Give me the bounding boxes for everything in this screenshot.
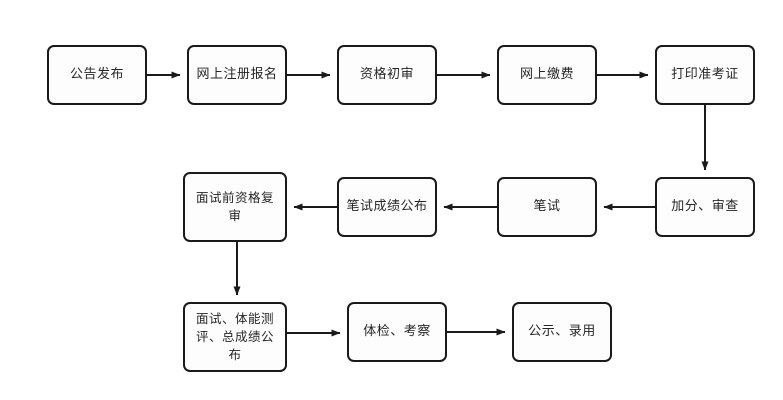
- flow-node-n12[interactable]: 公示、录用: [512, 302, 612, 362]
- flow-node-label: 打印准考证: [671, 66, 739, 82]
- flow-node-label: 网上缴费: [519, 66, 574, 82]
- flow-node-n1[interactable]: 公告发布: [47, 45, 147, 105]
- flow-node-label: 面试、体能测评、总成绩公布: [195, 310, 274, 363]
- flow-node-n9[interactable]: 面试前资格复审: [183, 172, 287, 242]
- flow-node-label: 面试前资格复审: [195, 189, 274, 223]
- flow-node-n2[interactable]: 网上注册报名: [187, 45, 287, 105]
- flow-node-n4[interactable]: 网上缴费: [497, 45, 597, 105]
- flow-node-label: 加分、审查: [671, 198, 739, 214]
- flow-node-n7[interactable]: 笔试: [497, 177, 597, 237]
- flow-node-label: 公示、录用: [528, 323, 596, 339]
- flow-node-n11[interactable]: 体检、考察: [347, 302, 447, 362]
- flow-node-label: 网上注册报名: [196, 66, 278, 82]
- flow-node-label: 公告发布: [69, 66, 124, 82]
- flow-node-label: 资格初审: [359, 66, 414, 82]
- flow-node-label: 笔试成绩公布: [346, 198, 428, 214]
- flow-node-n8[interactable]: 笔试成绩公布: [337, 177, 437, 237]
- flow-node-label: 体检、考察: [363, 323, 431, 339]
- flow-node-n5[interactable]: 打印准考证: [655, 45, 755, 105]
- flow-node-n3[interactable]: 资格初审: [337, 45, 437, 105]
- flow-node-n10[interactable]: 面试、体能测评、总成绩公布: [183, 302, 287, 372]
- flow-node-label: 笔试: [533, 198, 561, 214]
- flow-node-n6[interactable]: 加分、审查: [655, 177, 755, 237]
